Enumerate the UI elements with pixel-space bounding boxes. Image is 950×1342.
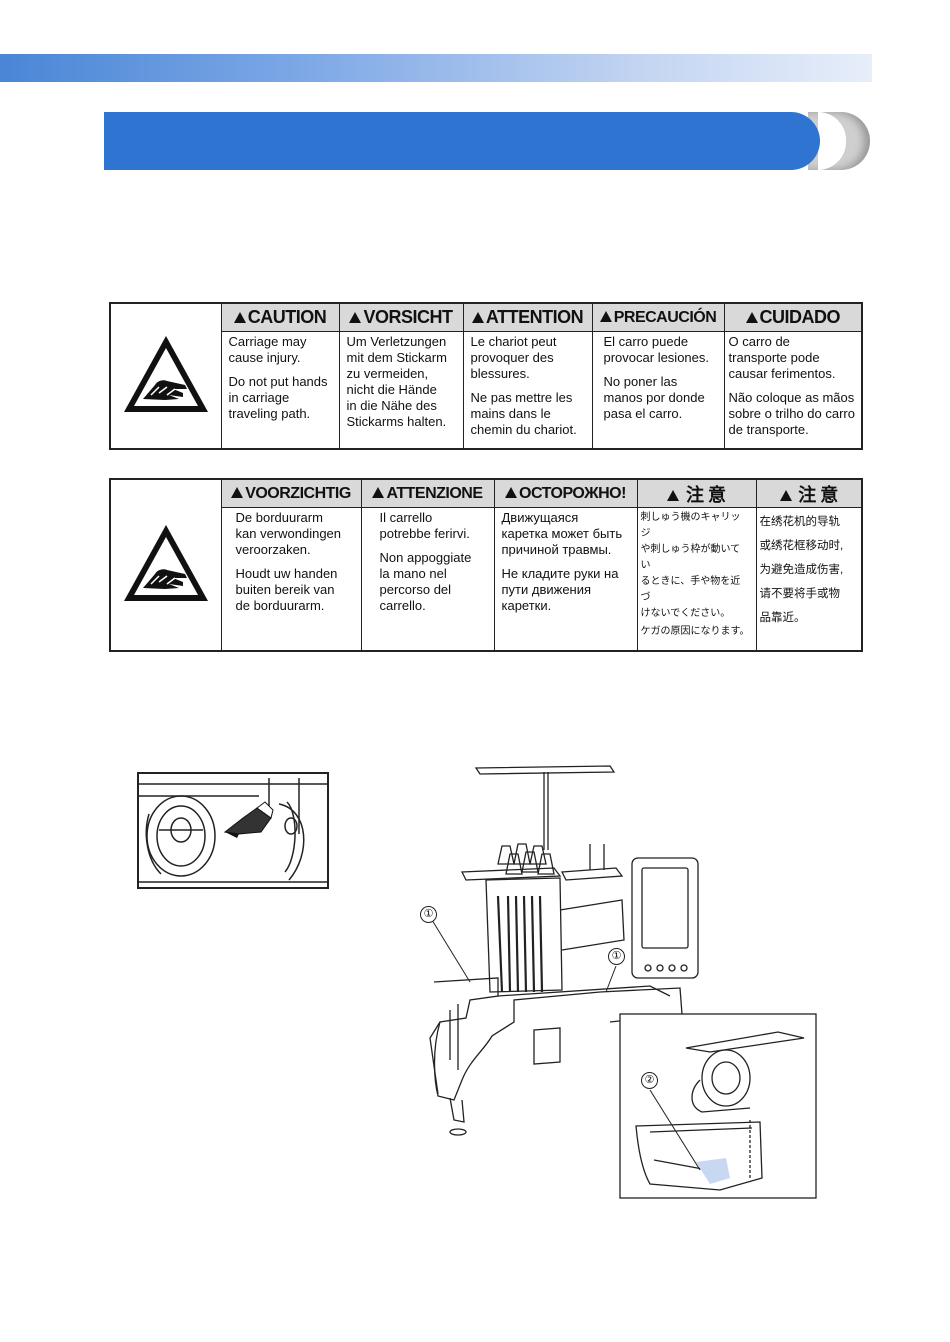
russian-warning-text: Движущаяся каретка может быть причиной т…: [493, 507, 638, 652]
portuguese-warning-text: O carro de transporte pode causar ferime…: [723, 331, 863, 450]
english-warning-text: Carriage may cause injury. Do not put ha…: [220, 331, 340, 450]
attenzione-header: ATTENZIONE: [360, 478, 495, 508]
vorsicht-header: VORSICHT: [338, 302, 464, 332]
attention-header: ATTENTION: [462, 302, 593, 332]
german-warning-text: Um Verletzungen mit dem Stickarm zu verm…: [338, 331, 464, 450]
section-title-bar: [104, 112, 820, 170]
warning-table-1: CAUTION VORSICHT ATTENTION PRECAUCIÓN CU…: [109, 302, 863, 450]
hazard-icon-cell: [109, 302, 222, 450]
precaucion-header: PRECAUCIÓN: [591, 302, 725, 332]
warning-table-2: VOORZICHTIG ATTENZIONE ОСТОРОЖНО! 注 意 注 …: [109, 478, 863, 652]
embroidery-machine-drawing: [429, 765, 817, 1199]
japanese-caution-header: 注 意: [636, 478, 757, 508]
rotary-hook-oil-figure: [137, 772, 329, 889]
spanish-warning-text: El carro puede provocar lesiones. No pon…: [591, 331, 725, 450]
caution-header: CAUTION: [220, 302, 340, 332]
pinch-hazard-icon: [123, 335, 208, 412]
chinese-warning-text: 在绣花机的导轨 或绣花框移动时, 为避免造成伤害, 请不要将手或物 品靠近。: [755, 507, 863, 652]
ostorozhno-header: ОСТОРОЖНО!: [493, 478, 638, 508]
italian-warning-text: Il carrello potrebbe ferirvi. Non appogg…: [360, 507, 495, 652]
voorzichtig-header: VOORZICHTIG: [220, 478, 362, 508]
pinch-hazard-icon: [123, 524, 208, 601]
callout-1-right: ①: [608, 948, 625, 965]
callout-1-left: ①: [420, 906, 437, 923]
japanese-warning-text: 刺しゅう機のキャリッジ や刺しゅう枠が動いてい るときに、手や物を近づ けないで…: [636, 507, 757, 652]
cuidado-header: CUIDADO: [723, 302, 863, 332]
hazard-icon-cell-2: [109, 478, 222, 652]
chinese-caution-header: 注 意: [755, 478, 863, 508]
header-band: [0, 54, 872, 82]
dutch-warning-text: De borduurarm kan verwondingen veroorzak…: [220, 507, 362, 652]
callout-2: ②: [641, 1072, 658, 1089]
oil-bottle-icon: [139, 778, 327, 883]
embroidery-machine-figure: ① ① ②: [410, 760, 820, 1200]
french-warning-text: Le chariot peut provoquer des blessures.…: [462, 331, 593, 450]
